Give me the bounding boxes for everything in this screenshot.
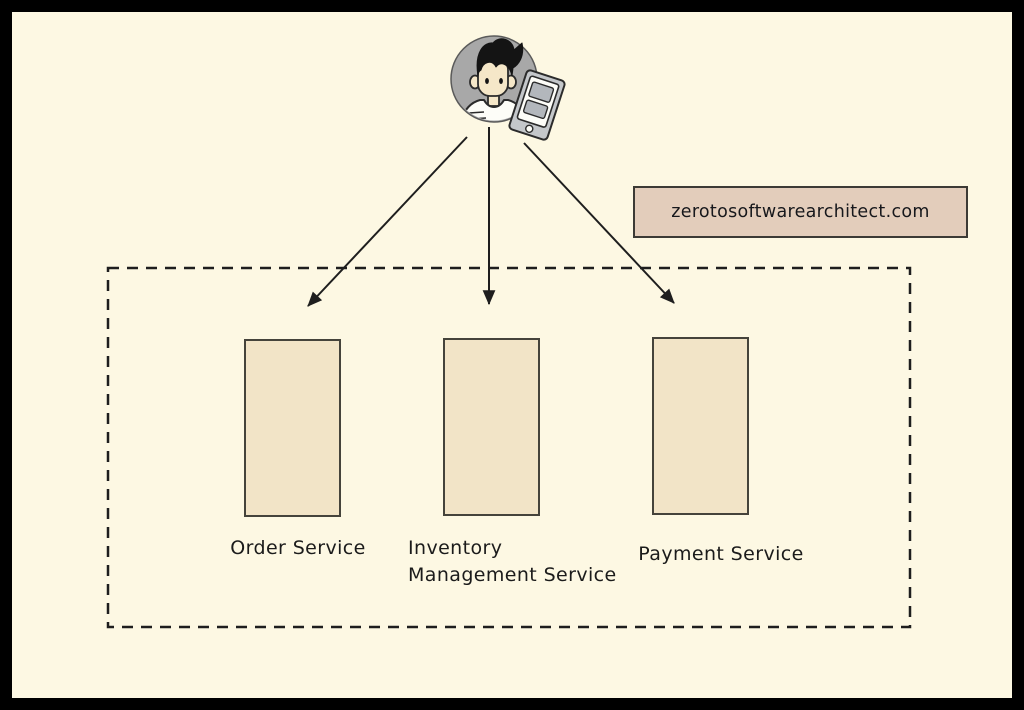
watermark-text: zerotosoftwarearchitect.com [671, 202, 930, 222]
avatar-eye-left [485, 78, 489, 84]
avatar-eye-right [499, 78, 503, 84]
service-box-inventory [443, 338, 540, 516]
diagram-canvas: Order Service Inventory Management Servi… [12, 12, 1012, 698]
user-avatar-icon [450, 35, 566, 141]
watermark-box: zerotosoftwarearchitect.com [633, 186, 968, 238]
request-arrows [307, 127, 675, 307]
service-box-payment [652, 337, 749, 515]
service-label-inventory: Inventory Management Service [408, 537, 617, 586]
service-box-order [244, 339, 341, 517]
service-label-payment: Payment Service [638, 543, 804, 565]
diagram-shapes [106, 35, 912, 629]
arrow-to-order-service [307, 136, 468, 307]
avatar-hair [476, 38, 524, 77]
arrow-to-payment-service [523, 142, 675, 304]
smartphone-icon [508, 69, 566, 141]
services-boundary [106, 266, 912, 629]
service-label-order: Order Service [230, 537, 366, 559]
